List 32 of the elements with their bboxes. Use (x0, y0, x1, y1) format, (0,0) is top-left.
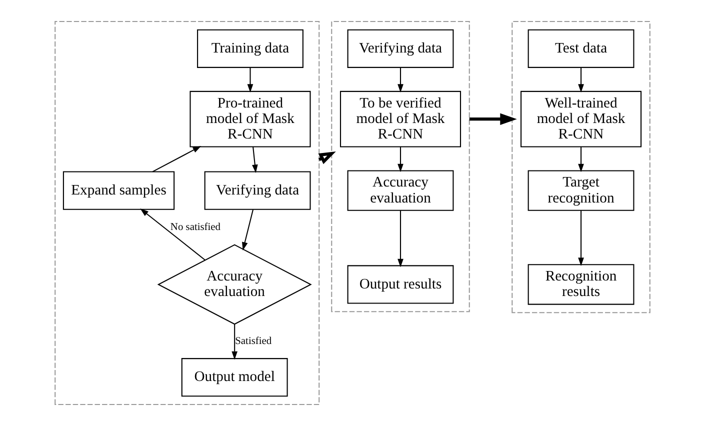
node-box: To be verified model of Mask R-CNN (340, 90, 462, 147)
node-box: Recognition results (528, 264, 634, 304)
node-box: Training data (197, 28, 304, 68)
arrow (469, 112, 517, 124)
arrow (140, 208, 206, 260)
arrow (242, 209, 254, 250)
arrow (578, 210, 584, 266)
node-box: Verifying data (347, 28, 454, 68)
arrow (578, 146, 584, 172)
node-box: Pro-trained model of Mask R-CNN (190, 90, 311, 147)
node-box: Well-trained model of Mask R-CNN (520, 90, 642, 147)
arrow (232, 324, 238, 360)
edge-label: No satisfied (170, 222, 220, 233)
cluster (54, 20, 320, 404)
arrow (398, 210, 404, 267)
arrow (398, 67, 404, 92)
node-box: Output model (181, 358, 288, 396)
edge-label: Satisfied (235, 335, 272, 346)
node-box: Accuracy evaluation (347, 170, 454, 210)
arrow (152, 146, 202, 172)
node-diamond: Accuracy evaluation (157, 244, 312, 324)
cluster (331, 20, 470, 312)
arrow (252, 146, 258, 173)
arrow (247, 67, 254, 92)
node-box: Output results (347, 264, 454, 304)
node-box: Verifying data (204, 170, 311, 210)
cluster (512, 20, 650, 313)
arrow (578, 67, 584, 92)
node-box: Expand samples (62, 170, 175, 210)
node-box: Target recognition (528, 170, 634, 210)
arrow (398, 146, 404, 172)
node-box: Test data (528, 28, 634, 68)
